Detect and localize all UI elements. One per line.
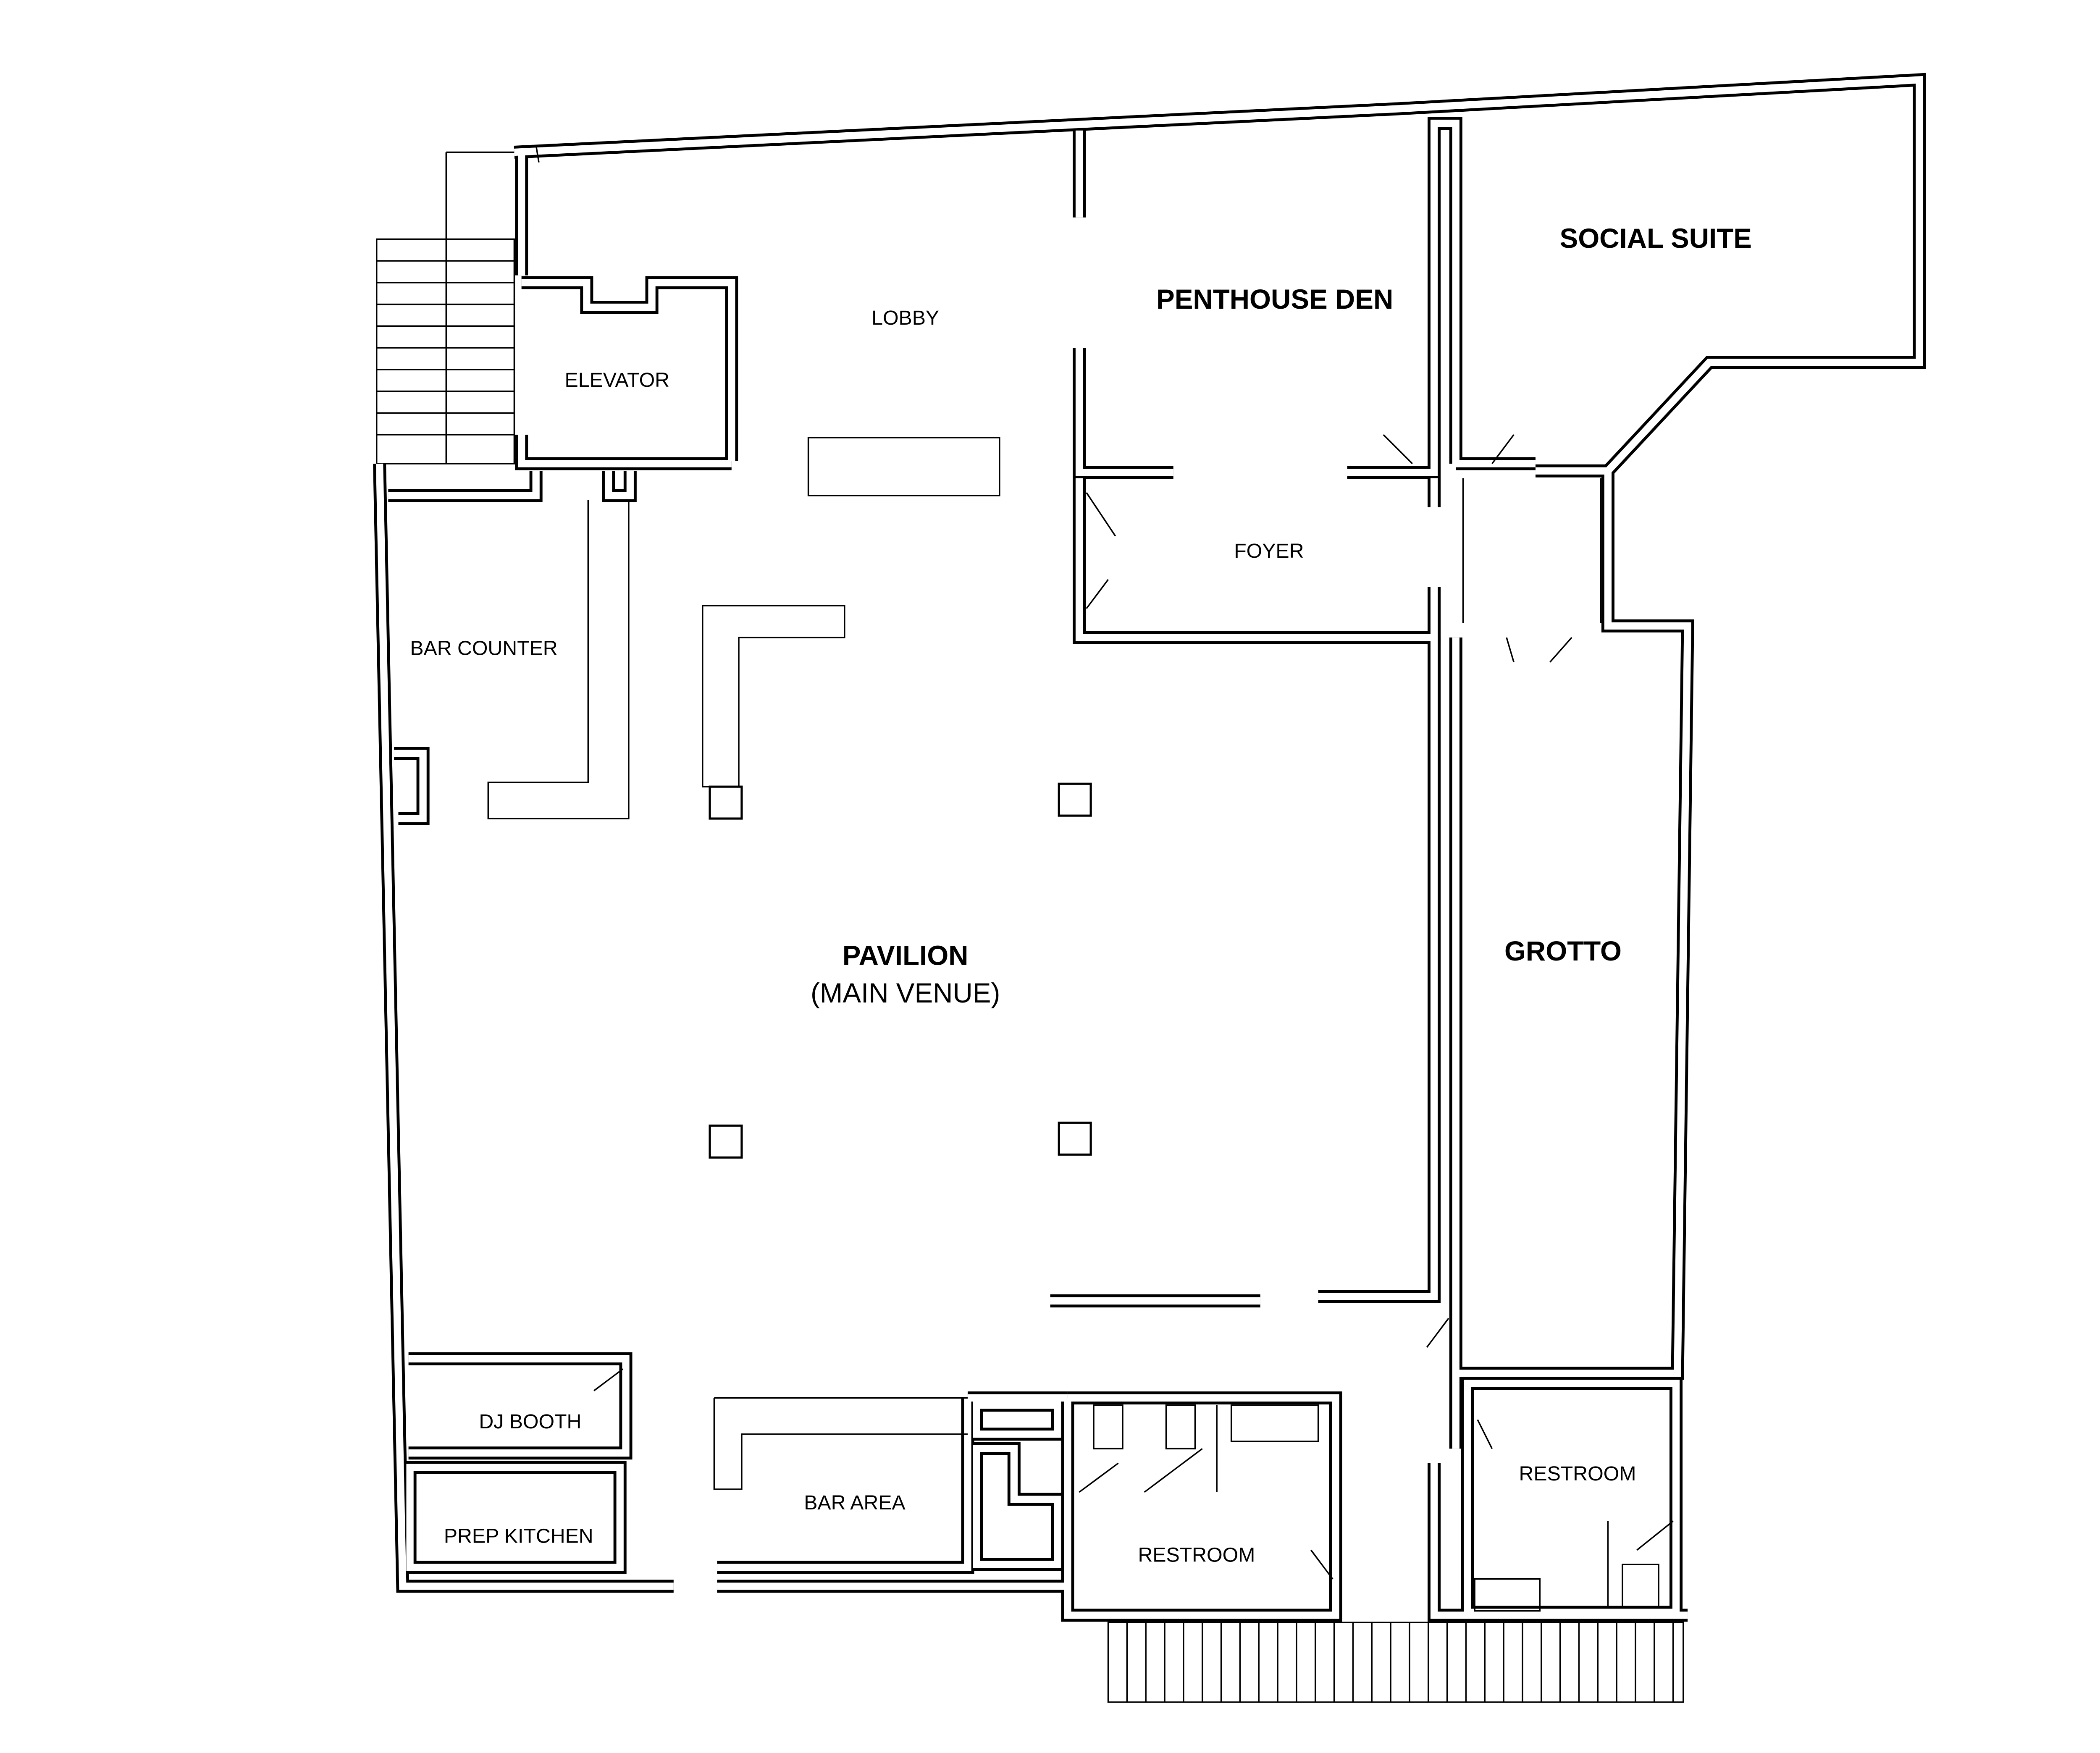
wall-fill bbox=[376, 463, 1065, 1590]
wall bbox=[514, 73, 1926, 1380]
room-label-bar-counter: BAR COUNTER bbox=[410, 637, 557, 659]
stairs-top-left bbox=[376, 151, 515, 464]
wall-fill bbox=[1430, 1373, 1688, 1619]
column bbox=[1058, 782, 1092, 817]
wall bbox=[1461, 1377, 1683, 1619]
wall bbox=[1449, 457, 1608, 1374]
wall-fill bbox=[521, 279, 735, 461]
column bbox=[709, 1124, 743, 1159]
bar-counter-fixture bbox=[487, 500, 630, 819]
wall-fill bbox=[717, 1394, 1068, 1571]
room-labels: LOBBY ELEVATOR PENTHOUSE DEN SOCIAL SUIT… bbox=[410, 223, 1752, 1566]
wall-fill bbox=[1075, 478, 1438, 641]
wall-fill bbox=[518, 152, 732, 467]
wall bbox=[1050, 637, 1441, 1308]
wall bbox=[388, 471, 637, 502]
stairs-bottom bbox=[1107, 1622, 1684, 1703]
wall-fill bbox=[1452, 460, 1608, 1374]
bar-area-counter bbox=[713, 1398, 968, 1490]
wall bbox=[1061, 1391, 1342, 1622]
room-label-restroom-main: RESTROOM bbox=[1138, 1543, 1255, 1566]
wall-fill bbox=[394, 750, 427, 822]
column bbox=[709, 785, 743, 820]
column bbox=[1058, 1121, 1092, 1156]
room-label-restroom-grotto: RESTROOM bbox=[1519, 1462, 1636, 1485]
room-label-penthouse-den: PENTHOUSE DEN bbox=[1156, 284, 1393, 315]
wall-fill bbox=[1064, 1394, 1339, 1619]
room-label-grotto: GROTTO bbox=[1504, 936, 1622, 966]
room-label-foyer: FOYER bbox=[1234, 540, 1304, 562]
room-label-prep-kitchen: PREP KITCHEN bbox=[444, 1525, 593, 1548]
room-label-dj-booth: DJ BOOTH bbox=[479, 1410, 581, 1433]
wall-fill bbox=[406, 1464, 624, 1571]
wall bbox=[408, 1352, 633, 1460]
room-label-lobby: LOBBY bbox=[872, 307, 939, 329]
wall-fill bbox=[1464, 1380, 1680, 1616]
wall bbox=[403, 1461, 627, 1574]
lobby-counter bbox=[807, 437, 1000, 496]
wall bbox=[394, 747, 430, 825]
wall-fill bbox=[1075, 119, 1460, 476]
columns bbox=[709, 782, 1092, 1159]
wall-fill bbox=[388, 471, 634, 499]
wall-fill bbox=[1050, 637, 1438, 1305]
wall-fill bbox=[408, 1355, 630, 1457]
l-counter bbox=[702, 605, 845, 787]
wall-fill bbox=[514, 76, 1923, 1377]
fixtures bbox=[487, 144, 1674, 1612]
room-sublabel-pavilion: (MAIN VENUE) bbox=[811, 978, 1000, 1008]
room-label-pavilion: PAVILION bbox=[843, 940, 969, 971]
room-label-elevator: ELEVATOR bbox=[565, 369, 669, 391]
room-label-social-suite: SOCIAL SUITE bbox=[1560, 223, 1752, 254]
room-label-bar-area: BAR AREA bbox=[804, 1491, 906, 1514]
walls bbox=[373, 73, 1926, 1622]
